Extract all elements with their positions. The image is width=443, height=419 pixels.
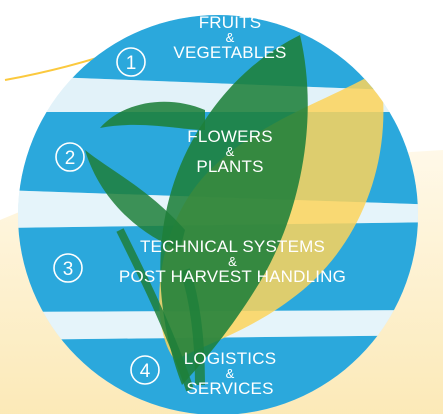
number-1: 1 [126, 53, 137, 74]
section-4-amp: & [225, 366, 235, 381]
section-4-label: LOGISTICS & SERVICES [150, 350, 310, 397]
section-2-line1: FLOWERS [187, 127, 273, 146]
section-3-label: TECHNICAL SYSTEMS & POST HARVEST HANDLIN… [90, 238, 375, 285]
section-3-line1: TECHNICAL SYSTEMS [139, 237, 326, 256]
section-2-amp: & [225, 144, 235, 159]
plant-stem-secondary [180, 268, 205, 386]
section-1-line1: FRUITS [198, 13, 262, 32]
section-2-label: FLOWERS & PLANTS [150, 128, 310, 175]
plant-upper-leaf [100, 101, 205, 130]
plant-left-leaf [85, 150, 185, 250]
number-badge-1: 1 [116, 47, 146, 77]
number-2: 2 [65, 148, 76, 169]
number-badge-2: 2 [55, 142, 85, 172]
section-2-line2: PLANTS [196, 157, 264, 176]
section-4-line1: LOGISTICS [183, 349, 277, 368]
section-1-line2: VEGETABLES [173, 43, 287, 62]
number-badge-3: 3 [53, 253, 83, 283]
section-3-line2: POST HARVEST HANDLING [118, 267, 347, 286]
plant-stem [116, 228, 194, 392]
section-3-amp: & [228, 254, 237, 269]
number-badge-4: 4 [130, 355, 160, 385]
section-1-amp: & [225, 30, 235, 45]
number-4: 4 [140, 361, 151, 382]
number-3: 3 [63, 259, 74, 280]
section-4-line2: SERVICES [186, 379, 274, 398]
section-1-label: FRUITS & VEGETABLES [150, 14, 310, 61]
